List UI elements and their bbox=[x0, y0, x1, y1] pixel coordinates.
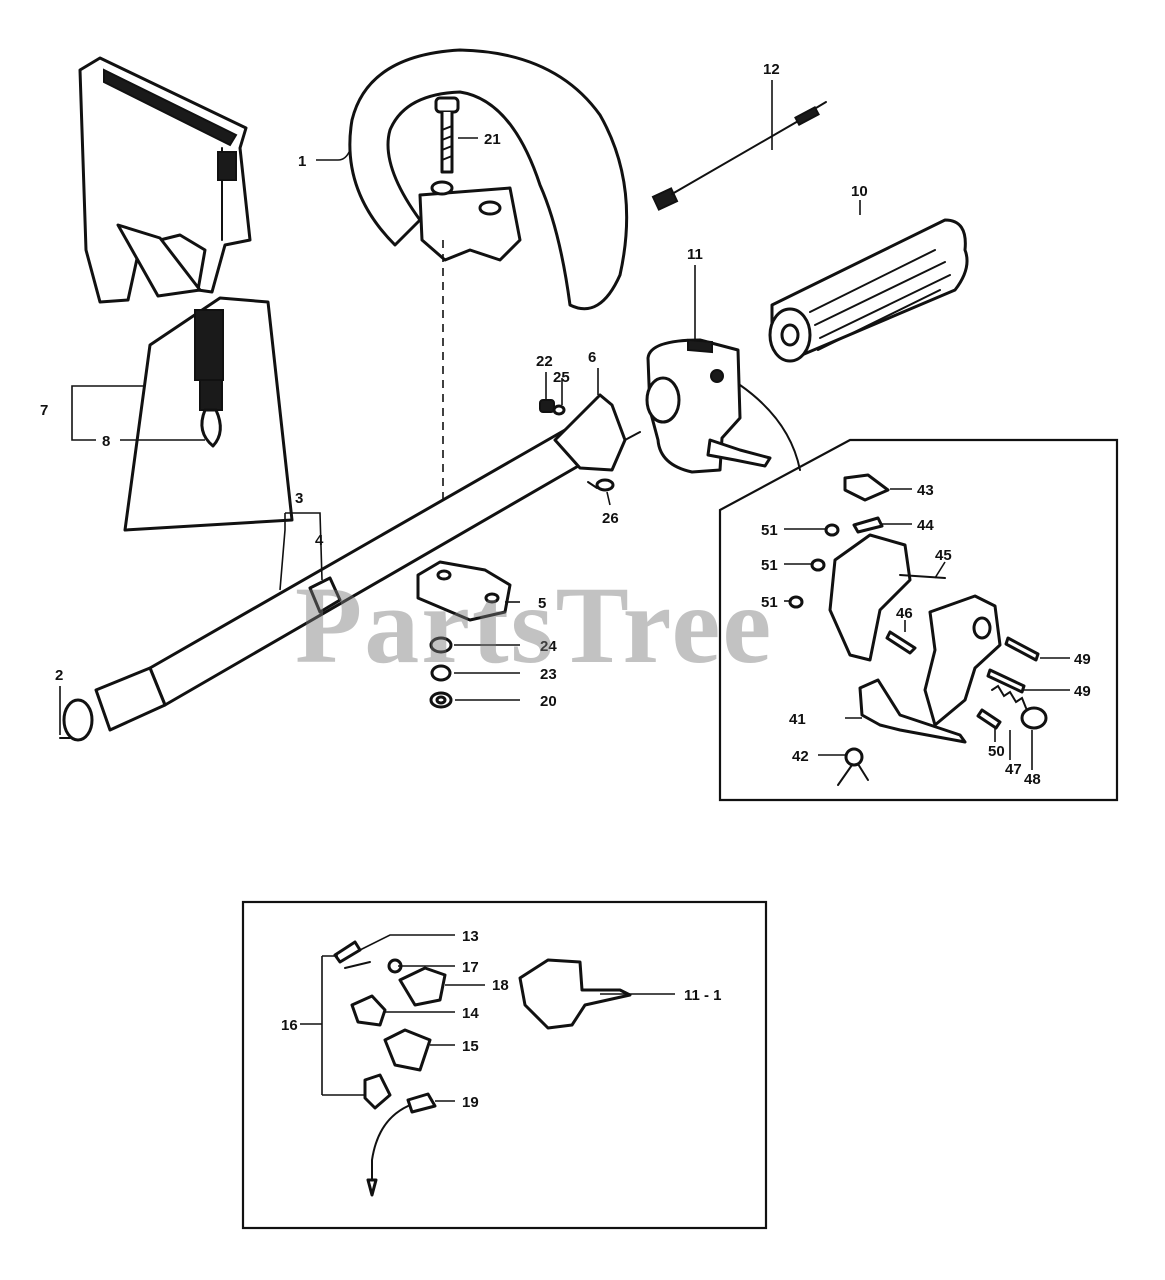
callout-43[interactable]: 43 bbox=[917, 482, 934, 499]
callout-1[interactable]: 1 bbox=[298, 153, 306, 170]
throttle-cable[interactable] bbox=[651, 101, 827, 211]
part-43[interactable] bbox=[843, 473, 890, 502]
spring-42[interactable] bbox=[837, 747, 869, 786]
callout-7[interactable]: 7 bbox=[40, 402, 48, 419]
throttle-lever-41[interactable] bbox=[858, 678, 967, 744]
callout-5[interactable]: 5 bbox=[538, 595, 546, 612]
callout-49-a[interactable]: 49 bbox=[1074, 651, 1091, 668]
callout-18[interactable]: 18 bbox=[492, 977, 509, 994]
callout-17[interactable]: 17 bbox=[462, 959, 479, 976]
collar[interactable] bbox=[308, 576, 342, 614]
callout-45[interactable]: 45 bbox=[935, 547, 952, 564]
throttle-assembly-11-1[interactable] bbox=[518, 958, 632, 1030]
callout-11-1[interactable]: 11 - 1 bbox=[684, 987, 722, 1004]
switch-block-18[interactable] bbox=[398, 966, 447, 1007]
lock-washer-23[interactable] bbox=[430, 664, 452, 682]
callout-22[interactable]: 22 bbox=[536, 353, 553, 370]
switch-plate-15[interactable] bbox=[383, 1028, 432, 1072]
part-13[interactable] bbox=[333, 940, 362, 964]
callout-10[interactable]: 10 bbox=[851, 183, 868, 200]
throttle-housing[interactable] bbox=[645, 338, 801, 474]
part-44[interactable] bbox=[852, 516, 884, 534]
handle-bolt[interactable] bbox=[434, 96, 460, 174]
wire-19[interactable] bbox=[366, 1092, 437, 1197]
callout-13[interactable]: 13 bbox=[462, 928, 479, 945]
terminal-16[interactable] bbox=[363, 1073, 392, 1110]
callout-2[interactable]: 2 bbox=[55, 667, 63, 684]
callout-20[interactable]: 20 bbox=[540, 693, 557, 710]
pin-46[interactable] bbox=[885, 630, 917, 655]
strap-pad[interactable] bbox=[123, 296, 294, 532]
screw-49-a[interactable] bbox=[1004, 636, 1040, 662]
callout-51-a[interactable]: 51 bbox=[761, 522, 778, 539]
shoulder-strap[interactable] bbox=[78, 56, 252, 304]
callout-25[interactable]: 25 bbox=[553, 369, 570, 386]
callout-51-c[interactable]: 51 bbox=[761, 594, 778, 611]
callout-44[interactable]: 44 bbox=[917, 517, 934, 534]
callout-12[interactable]: 12 bbox=[763, 61, 780, 78]
throttle-detail-box bbox=[718, 438, 1119, 802]
callout-6[interactable]: 6 bbox=[588, 349, 596, 366]
callout-19[interactable]: 19 bbox=[462, 1094, 479, 1111]
throttle-housing-cover[interactable] bbox=[923, 594, 1002, 727]
throttle-housing-half[interactable] bbox=[828, 533, 946, 662]
callout-3[interactable]: 3 bbox=[295, 490, 303, 507]
callout-4[interactable]: 4 bbox=[315, 532, 324, 549]
bolt-22[interactable] bbox=[539, 399, 555, 413]
callout-51-b[interactable]: 51 bbox=[761, 557, 778, 574]
callout-49-b[interactable]: 49 bbox=[1074, 683, 1091, 700]
callout-50[interactable]: 50 bbox=[988, 743, 1005, 760]
callout-26[interactable]: 26 bbox=[602, 510, 619, 527]
callout-47[interactable]: 47 bbox=[1005, 761, 1022, 778]
screw-50[interactable] bbox=[976, 708, 1002, 730]
callout-8[interactable]: 8 bbox=[102, 433, 110, 450]
callout-48[interactable]: 48 bbox=[1024, 771, 1041, 788]
callout-24[interactable]: 24 bbox=[540, 638, 557, 655]
screw-26[interactable] bbox=[587, 478, 615, 492]
handle-grip[interactable] bbox=[768, 218, 969, 363]
cap-48[interactable] bbox=[1020, 706, 1048, 730]
spring-13b[interactable] bbox=[344, 961, 371, 969]
screw-49-b[interactable] bbox=[986, 668, 1026, 694]
nut-20[interactable] bbox=[429, 691, 453, 709]
callout-23[interactable]: 23 bbox=[540, 666, 557, 683]
callout-14[interactable]: 14 bbox=[462, 1005, 479, 1022]
callout-11[interactable]: 11 bbox=[687, 246, 703, 263]
callout-16[interactable]: 16 bbox=[281, 1017, 298, 1034]
nut-51-a[interactable] bbox=[824, 523, 840, 537]
callout-21[interactable]: 21 bbox=[484, 131, 501, 148]
callout-46[interactable]: 46 bbox=[896, 605, 913, 622]
nut-51-b[interactable] bbox=[810, 558, 826, 572]
callout-labels: 1 2 3 4 5 6 7 8 10 11 12 20 21 22 23 24 … bbox=[40, 61, 1091, 1111]
leader-lines bbox=[59, 80, 1070, 1102]
callout-41[interactable]: 41 bbox=[789, 711, 806, 728]
shaft-clamp-bracket[interactable] bbox=[553, 393, 641, 472]
nut-51-c[interactable] bbox=[788, 595, 804, 609]
switch-14[interactable] bbox=[350, 994, 387, 1027]
washer-24[interactable] bbox=[429, 636, 453, 654]
bolt-25[interactable] bbox=[552, 404, 566, 416]
lower-handle-clamp[interactable] bbox=[416, 560, 512, 622]
loop-handle[interactable] bbox=[348, 48, 629, 311]
spring-47[interactable] bbox=[991, 684, 1027, 709]
callout-15[interactable]: 15 bbox=[462, 1038, 479, 1055]
callout-42[interactable]: 42 bbox=[792, 748, 809, 765]
switch-detail-box bbox=[241, 900, 768, 1230]
